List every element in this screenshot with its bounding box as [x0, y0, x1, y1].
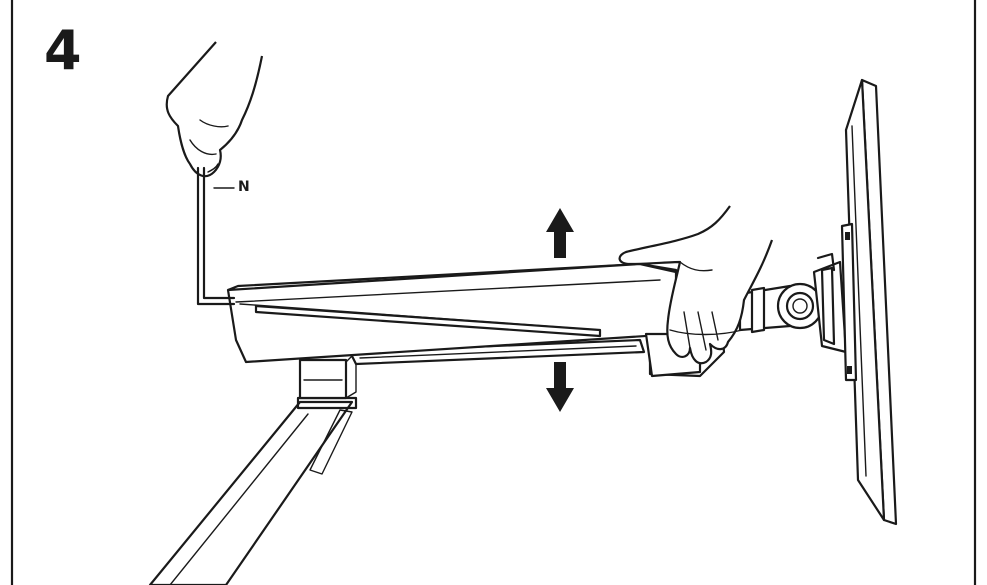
hex-key: [196, 166, 236, 306]
vesa-head: [738, 252, 848, 354]
arrow-down-icon: [546, 362, 574, 412]
lower-arm: [148, 396, 358, 585]
panel-border: [10, 0, 977, 585]
callout-label-hex-key: N: [238, 179, 250, 195]
monitor-panel: [840, 78, 898, 526]
gas-spring-rail: [348, 338, 646, 366]
arrow-up-icon: [546, 208, 574, 258]
right-hand: [618, 205, 774, 365]
step-number: 4: [44, 19, 82, 82]
pivot-post: [298, 351, 357, 400]
left-hand: [165, 41, 264, 178]
